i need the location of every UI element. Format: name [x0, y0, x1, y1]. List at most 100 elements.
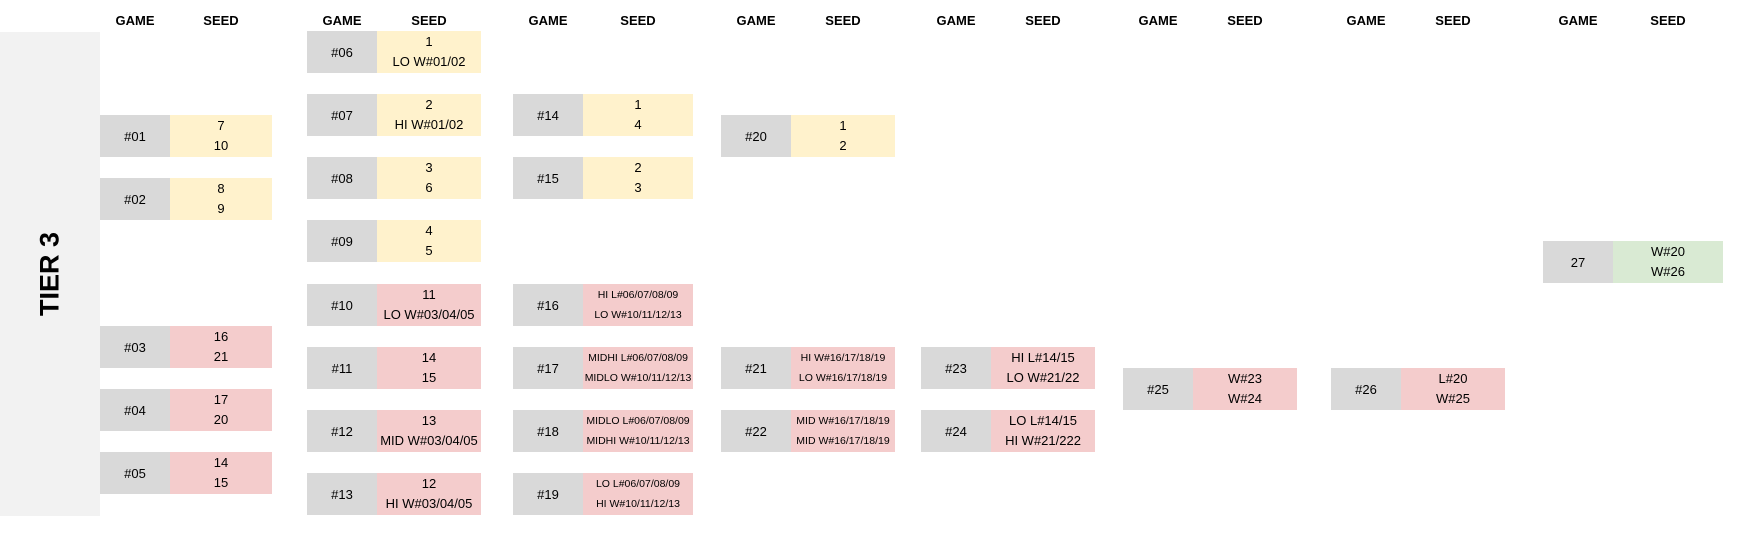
header-seed: SEED	[825, 13, 861, 28]
game-id-cell[interactable]: #26	[1331, 368, 1401, 410]
seed-top: 8	[217, 181, 225, 196]
seed-top: 17	[213, 392, 229, 407]
seed-top: 14	[421, 350, 437, 365]
seed-bottom: W#24	[1228, 391, 1262, 406]
seed-bottom: 6	[425, 180, 433, 195]
header-game: GAME	[736, 13, 776, 28]
seed-bottom: LO W#21/22	[1006, 370, 1080, 385]
game-id-cell[interactable]: #07	[307, 94, 377, 136]
game-id-cell[interactable]: #01	[100, 115, 170, 157]
seed-bottom: MID W#03/04/05	[380, 433, 478, 448]
game-id-cell[interactable]: #04	[100, 389, 170, 431]
seed-top: L#20	[1438, 371, 1468, 386]
header-game: GAME	[1346, 13, 1386, 28]
game-id-cell[interactable]: #20	[721, 115, 791, 157]
seed-bottom: HI W#10/11/12/13	[596, 498, 680, 510]
header-game: GAME	[1558, 13, 1598, 28]
header-seed: SEED	[620, 13, 656, 28]
game-id-cell[interactable]: 27	[1543, 241, 1613, 283]
game-id-cell[interactable]: #18	[513, 410, 583, 452]
seed-top: LO L#06/07/08/09	[595, 478, 681, 490]
header-game: GAME	[528, 13, 568, 28]
seed-bottom: 15	[421, 370, 437, 385]
header-seed: SEED	[1227, 13, 1263, 28]
seed-bottom: HI W#01/02	[394, 117, 464, 132]
header-game: GAME	[322, 13, 362, 28]
game-id-cell[interactable]: #16	[513, 284, 583, 326]
seed-top: 1	[634, 97, 642, 112]
game-id-cell[interactable]: #15	[513, 157, 583, 199]
seed-cell[interactable]: 2 HI W#01/02	[377, 94, 481, 136]
seed-top: 16	[213, 329, 229, 344]
game-id-cell[interactable]: #22	[721, 410, 791, 452]
header-game: GAME	[936, 13, 976, 28]
seed-bottom: HI W#21/222	[1005, 433, 1081, 448]
seed-cell[interactable]: LO L#06/07/08/09 HI W#10/11/12/13	[583, 473, 693, 515]
game-id-cell[interactable]: #05	[100, 452, 170, 494]
seed-top: 2	[425, 97, 433, 112]
seed-bottom: 2	[839, 138, 847, 153]
seed-top: HI L#06/07/08/09	[597, 289, 679, 301]
seed-bottom: HI W#03/04/05	[385, 496, 473, 511]
game-id-cell[interactable]: #17	[513, 347, 583, 389]
seed-top: 1	[425, 34, 433, 49]
game-id-cell[interactable]: #14	[513, 94, 583, 136]
seed-bottom: LO W#03/04/05	[383, 307, 475, 322]
seed-top: 14	[213, 455, 229, 470]
game-id-cell[interactable]: #02	[100, 178, 170, 220]
header-seed: SEED	[203, 13, 239, 28]
game-id-cell[interactable]: #09	[307, 220, 377, 262]
game-id-cell[interactable]: #10	[307, 284, 377, 326]
header-seed: SEED	[1025, 13, 1061, 28]
seed-bottom: MIDLO W#10/11/12/13	[584, 372, 692, 384]
game-id-cell[interactable]: #11	[307, 347, 377, 389]
seed-cell[interactable]: 1 LO W#01/02	[377, 31, 481, 73]
game-id-cell[interactable]: #25	[1123, 368, 1193, 410]
seed-bottom: 5	[425, 243, 433, 258]
header-game: GAME	[1138, 13, 1178, 28]
game-id-cell[interactable]: #21	[721, 347, 791, 389]
game-id-cell[interactable]: #13	[307, 473, 377, 515]
seed-bottom: 9	[217, 201, 225, 216]
game-id-cell[interactable]: #23	[921, 347, 991, 389]
seed-top: 7	[217, 118, 225, 133]
seed-bottom: 20	[213, 412, 229, 427]
seed-top: 13	[421, 413, 437, 428]
game-id-cell[interactable]: #12	[307, 410, 377, 452]
seed-bottom: W#25	[1436, 391, 1470, 406]
game-id-cell[interactable]: #06	[307, 31, 377, 73]
seed-cell[interactable]: HI L#14/15 LO W#21/22	[991, 347, 1095, 389]
seed-top: HI L#14/15	[1011, 350, 1075, 365]
seed-bottom: LO W#01/02	[392, 54, 466, 69]
game-id-cell[interactable]: #08	[307, 157, 377, 199]
header-seed: SEED	[411, 13, 447, 28]
game-id-cell[interactable]: #03	[100, 326, 170, 368]
seed-top: MIDHI L#06/07/08/09	[588, 352, 688, 364]
seed-bottom: MID W#16/17/18/19	[796, 435, 890, 447]
game-id-cell[interactable]: #19	[513, 473, 583, 515]
game-id-cell[interactable]: #24	[921, 410, 991, 452]
